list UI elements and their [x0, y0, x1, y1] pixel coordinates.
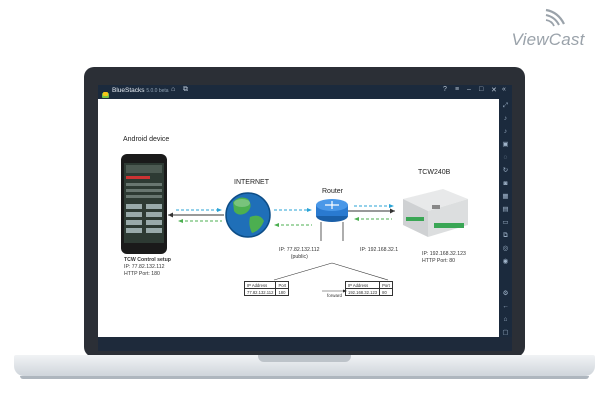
keyboard-icon[interactable]: ▣ — [502, 141, 509, 148]
apk-icon[interactable]: ▤ — [502, 206, 509, 213]
multi-instance-icon[interactable]: ⧉ — [183, 86, 188, 93]
router-icon — [316, 199, 348, 222]
table-header: IP Address — [344, 281, 381, 289]
laptop-base-shadow — [20, 376, 589, 379]
menu-icon[interactable]: ≡ — [455, 86, 460, 93]
network-diagram — [121, 154, 468, 293]
media-icon[interactable]: ▦ — [502, 193, 509, 200]
router-label: Router — [322, 188, 344, 195]
router-public-ip: IP: 77.82.132.112 (public) — [279, 247, 320, 261]
android-info: TCW Control setup IP: 77.82.132.112 HTTP… — [124, 257, 171, 277]
internet-globe-icon — [225, 192, 271, 238]
volume-down-icon[interactable]: ♪ — [503, 128, 508, 135]
home-icon[interactable]: ⌂ — [503, 316, 508, 323]
eco-icon[interactable]: ◎ — [502, 245, 509, 252]
phone-icon — [121, 154, 167, 254]
table-cell: 80 — [379, 288, 393, 296]
side-toolbar: ⤢ ♪ ♪ ▣ ◌ ↻ ◙ ▦ ▤ ▭ ⧉ ◎ ◉ ⚙ ← ⌂ ▢ — [499, 99, 512, 337]
minimize-icon[interactable]: – — [467, 86, 471, 93]
router-local-ip: IP: 192.168.32.1 — [360, 247, 399, 253]
android-info-line: IP: 77.82.132.112 — [124, 263, 165, 270]
app-name: BlueStacks — [112, 87, 145, 94]
settings-icon[interactable]: ⚙ — [502, 290, 509, 297]
device-info-line: IP: 192.168.32.123 — [422, 251, 466, 257]
table-header: Port — [379, 281, 393, 289]
recent-apps-icon[interactable]: ▢ — [502, 329, 509, 336]
app-title: BlueStacks 5.0.0 beta — [112, 87, 169, 94]
app-version: 5.0.0 beta — [146, 88, 169, 94]
volume-up-icon[interactable]: ♪ — [503, 115, 508, 122]
device-info-line: HTTP Port: 80 — [422, 257, 456, 264]
close-icon[interactable]: ✕ — [491, 87, 497, 94]
device-info: IP: 192.168.32.123 HTTP Port: 80 — [422, 251, 466, 265]
logo-text: ViewCast — [511, 30, 585, 49]
bluestacks-logo-icon — [101, 87, 110, 98]
android-info-line: TCW Control setup — [124, 257, 171, 263]
table-cell: 77.82.132.112 — [243, 288, 277, 296]
table-cell: 180 — [275, 288, 290, 296]
android-title: Android device — [123, 136, 170, 143]
collapse-icon[interactable]: « — [502, 86, 506, 93]
controls-icon[interactable]: ◌ — [503, 154, 508, 161]
camera-icon[interactable]: ◙ — [503, 180, 508, 187]
help-icon[interactable]: ? — [443, 86, 447, 93]
device-title: TCW240B — [418, 169, 451, 176]
tcw240b-device-icon — [403, 189, 468, 237]
internet-label: INTERNET — [234, 179, 269, 186]
rotate-icon[interactable]: ↻ — [502, 167, 509, 174]
table-header: IP Address — [243, 281, 277, 289]
table-header: Port — [275, 281, 290, 289]
android-info-line: HTTP Port: 180 — [124, 270, 160, 277]
router-public-line: (public) — [290, 253, 308, 260]
title-bar — [98, 85, 512, 99]
forward-label: forward — [327, 293, 343, 298]
location-icon[interactable]: ◉ — [502, 258, 509, 265]
router-public-line: IP: 77.82.132.112 — [279, 247, 320, 253]
viewcast-logo: ViewCast — [498, 4, 598, 56]
laptop-base — [14, 355, 595, 376]
folder-icon[interactable]: ▭ — [502, 219, 509, 226]
back-icon[interactable]: ← — [502, 303, 509, 310]
signal-waves-icon — [545, 8, 565, 27]
fullscreen-icon[interactable]: ⤢ — [502, 102, 509, 109]
home-icon[interactable]: ⌂ — [171, 86, 176, 93]
copy-icon[interactable]: ⧉ — [503, 232, 508, 239]
laptop-notch — [258, 355, 351, 362]
maximize-icon[interactable]: □ — [479, 86, 484, 93]
table-cell: 192.168.32.123 — [344, 288, 381, 296]
